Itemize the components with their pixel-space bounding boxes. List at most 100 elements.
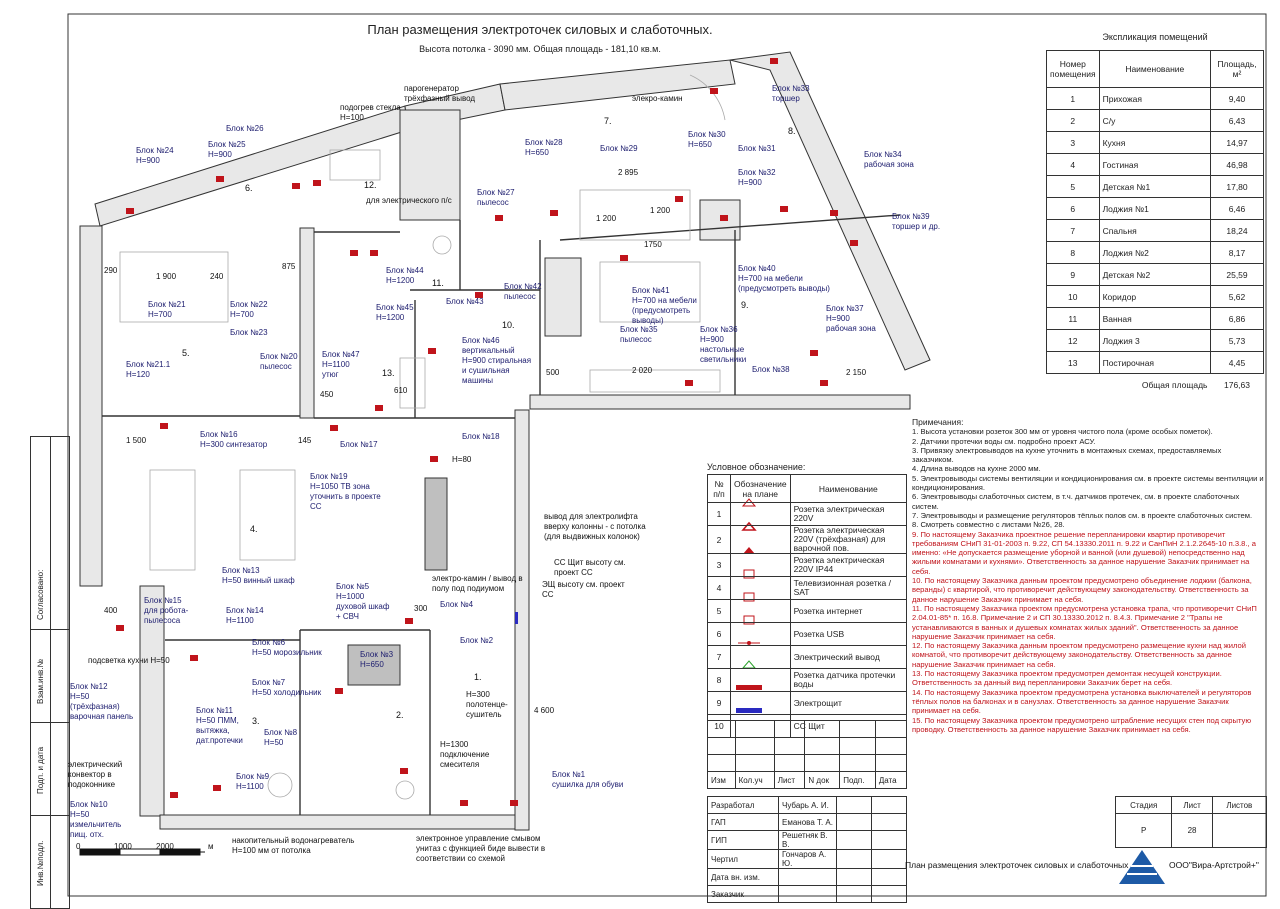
annotation: накопительный водонагреватель H=100 мм о… bbox=[232, 836, 355, 855]
annotation: для электрического п/с bbox=[366, 196, 452, 205]
note-item: 14. По настоящему Заказчика проектом пре… bbox=[912, 687, 1252, 716]
note-item: 9. По настоящему Заказчика проектное реш… bbox=[912, 529, 1256, 576]
dimension-label: 1750 bbox=[644, 240, 662, 249]
dimension-label: 1 500 bbox=[126, 436, 147, 445]
dimension-label: 500 bbox=[546, 368, 560, 377]
scale-label: 0 bbox=[76, 842, 81, 851]
side-stamp bbox=[30, 436, 70, 909]
stage-value: Р bbox=[1114, 813, 1173, 848]
legend-header: Наименование bbox=[789, 474, 908, 503]
company-logo-icon bbox=[1119, 850, 1165, 884]
room-number-9: 9. bbox=[741, 300, 749, 310]
dimension-label: 1 200 bbox=[650, 206, 671, 215]
legend-number: 1 bbox=[707, 502, 731, 526]
note-item: 12. По настоящему Заказчика данным проек… bbox=[912, 641, 1246, 669]
stamp-person bbox=[778, 868, 837, 886]
legend-number: 6 bbox=[707, 622, 731, 646]
company-name: ООО"Вира-Артстрой+" bbox=[1169, 860, 1259, 870]
legend-header: № п/п bbox=[707, 474, 731, 503]
side-stamp-label: Подп. и дата bbox=[36, 746, 45, 794]
stage-label: Стадия bbox=[1114, 796, 1173, 814]
room-area: 9,40 bbox=[1210, 87, 1264, 110]
leak-sensor-icon bbox=[730, 668, 791, 692]
block-label: Блок №43 bbox=[446, 297, 484, 306]
room-name: Постирочная bbox=[1098, 351, 1212, 374]
room-area: 8,17 bbox=[1210, 241, 1264, 264]
stamp-col-header: Подп. bbox=[839, 771, 876, 789]
dimension-label: 1 900 bbox=[156, 272, 177, 281]
scale-bar bbox=[79, 848, 205, 856]
note-item: 4. Длина выводов на кухне 2000 мм. bbox=[912, 464, 1041, 474]
block-label: Блок №31 bbox=[738, 144, 776, 153]
dimension-label: 290 bbox=[104, 266, 118, 275]
room-number-8: 8. bbox=[788, 126, 796, 136]
plan-title: План размещения электроточек силовых и с… bbox=[367, 22, 713, 37]
room-number: 7 bbox=[1046, 219, 1100, 242]
legend-name: Розетка датчика протечки воды bbox=[789, 668, 908, 692]
room-number: 8 bbox=[1046, 241, 1100, 264]
room-number: 9 bbox=[1046, 263, 1100, 286]
explication-header: Номер помещения bbox=[1046, 50, 1100, 88]
electric-panel-icon bbox=[730, 691, 791, 715]
legend-number: 3 bbox=[707, 553, 731, 577]
room-number: 10 bbox=[1046, 285, 1100, 308]
note-item: 5. Электровыводы системы вентиляции и ко… bbox=[912, 473, 1264, 493]
annotation: подогрев стекла H=100 bbox=[340, 103, 401, 122]
room-number-5: 5. bbox=[182, 348, 190, 358]
room-name: Лоджия №1 bbox=[1098, 197, 1212, 220]
room-area: 6,86 bbox=[1210, 307, 1264, 330]
annotation: H=1300 подключение смесителя bbox=[440, 740, 490, 769]
room-name: Прихожая bbox=[1098, 87, 1212, 110]
dimension-label: 4 600 bbox=[534, 706, 555, 715]
stamp-role: Разработал bbox=[707, 796, 779, 814]
stamp-role: Заказчик bbox=[707, 885, 779, 903]
stamp-col-header: Изм bbox=[707, 771, 736, 789]
block-label: Блок №4 bbox=[440, 600, 474, 609]
room-name: Детская №1 bbox=[1098, 175, 1212, 198]
socket-220v-3phase-icon bbox=[730, 525, 791, 554]
scale-label: м bbox=[208, 842, 214, 851]
room-number-4: 4. bbox=[250, 524, 258, 534]
electric-outlet-icon bbox=[730, 645, 791, 669]
room-number: 4 bbox=[1046, 153, 1100, 176]
annotation: электро-камин / вывод в полу под подиумо… bbox=[432, 574, 523, 593]
dimension-label: 2 895 bbox=[618, 168, 639, 177]
annotation: электронное управление смывом унитаз с ф… bbox=[416, 834, 546, 863]
sheet-title: План размещения электроточек силовых и с… bbox=[905, 860, 1129, 870]
stamp-role: Дата вн. изм. bbox=[707, 868, 779, 886]
room-area: 17,80 bbox=[1210, 175, 1264, 198]
total-area-value: 176,63 bbox=[1224, 379, 1250, 390]
annotation: СС Щит высоту см. проект СС bbox=[554, 558, 626, 577]
stamp-person: Решетняк В. В. bbox=[778, 830, 837, 850]
